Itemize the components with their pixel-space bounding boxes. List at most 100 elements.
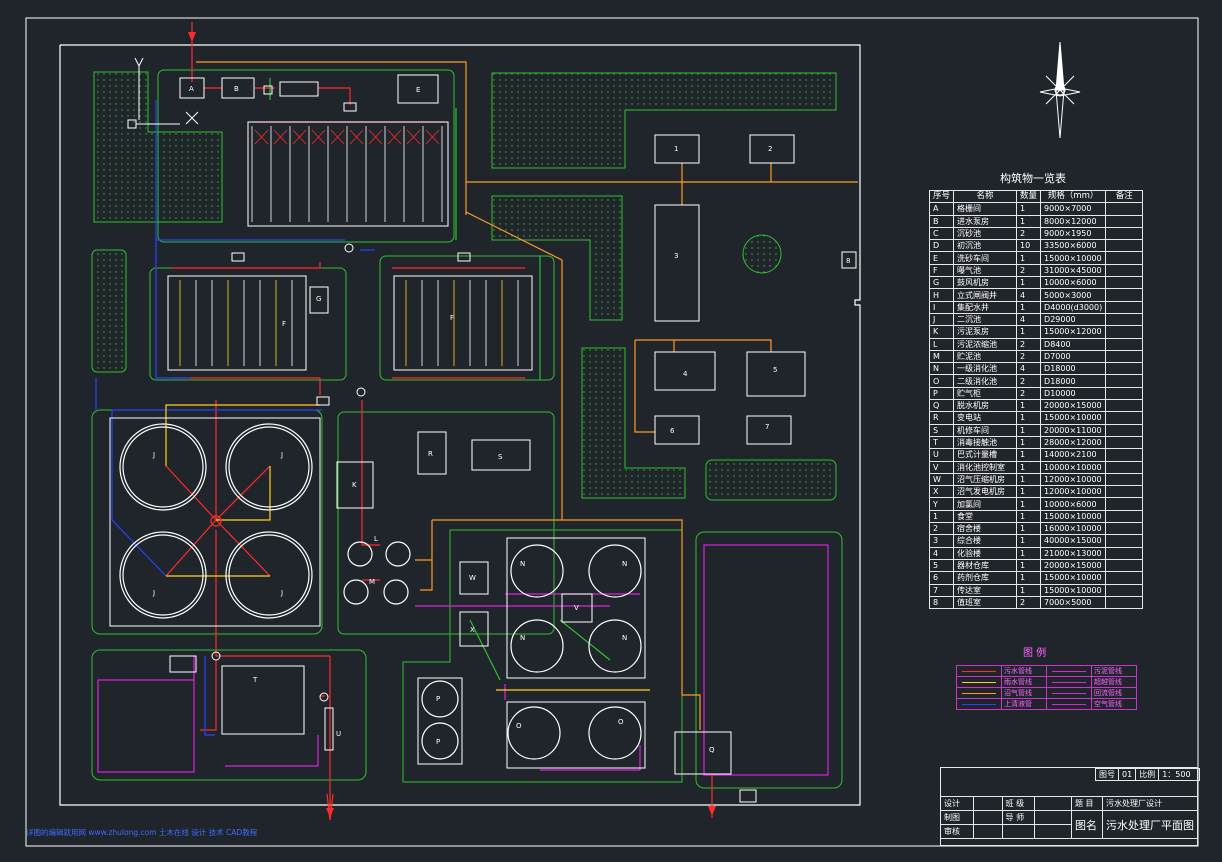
legend-row: 上清液管空气管线: [956, 698, 1137, 710]
tank-valve: [387, 129, 402, 145]
legend-swatch: [956, 687, 1002, 699]
cell-index: 6: [928, 571, 955, 585]
cell-spec: 21000×13000: [1040, 546, 1107, 560]
cell-name: 综合楼: [953, 534, 1018, 548]
cell-qty: 1: [1016, 472, 1042, 487]
label-N2: N: [622, 560, 627, 568]
cell-index: 1: [928, 509, 955, 524]
cell-spec: D7000: [1040, 349, 1107, 364]
cell-name: 沼气压缩机房: [953, 472, 1018, 487]
cell-name: 二级消化池: [953, 374, 1018, 388]
cell-index: F: [928, 263, 955, 278]
cell-note: [1105, 362, 1144, 376]
legend-table: 污水管线污泥管线雨水管线超越管线沼气管线回流管线上清液管空气管线: [956, 665, 1137, 710]
green-pipes: [269, 78, 611, 681]
cell-qty: 1: [1016, 399, 1042, 413]
cell-index: 3: [928, 534, 955, 548]
label-P2: P: [436, 738, 440, 746]
cell-name: 进水泵房: [953, 214, 1018, 228]
legend-row: 污水管线污泥管线: [956, 665, 1137, 677]
label-S: S: [498, 453, 503, 461]
cell-qty: 1: [1016, 325, 1042, 339]
cell-index: 8: [928, 595, 955, 610]
cell-qty: 1: [1016, 435, 1042, 450]
legend-swatch: [1046, 687, 1092, 699]
label-J4: J: [280, 589, 283, 597]
title-block-scale: 图号 01 比例 1：500: [1095, 768, 1201, 781]
cell-note: [1105, 497, 1144, 511]
cell-spec: D4000(d3000): [1040, 300, 1107, 314]
cell-note: [1105, 374, 1144, 388]
cell-note: [1105, 435, 1144, 450]
cell-note: [1105, 288, 1144, 302]
outflow-arrow: [326, 808, 334, 818]
cell-spec: 15000×10000: [1040, 251, 1107, 265]
legend-label: 回流管线: [1091, 687, 1137, 699]
drawing-name: 污水处理厂平面图: [1102, 810, 1198, 839]
cell-qty: 1: [1016, 497, 1042, 511]
legend-row: 沼气管线 回流管线: [956, 687, 1137, 699]
design-label: 设计: [940, 796, 974, 811]
label-M: M: [369, 578, 375, 586]
cell-name: 药剂仓库: [953, 571, 1018, 585]
advisor-label: 导 师: [1001, 810, 1036, 825]
cell-index: 7: [928, 583, 955, 597]
cell-note: [1105, 522, 1144, 536]
cell-spec: 9000×7000: [1040, 202, 1107, 216]
cell-name: 值班室: [953, 595, 1018, 610]
cell-index: T: [928, 435, 955, 450]
blue-pipes: [95, 100, 375, 736]
tank-valve: [349, 129, 364, 145]
title-block: 设计 班 级 题 目 污水处理厂设计 制图 导 师 图名 污水处理厂平面图 审核: [940, 796, 1198, 839]
cell-qty: 1: [1016, 485, 1042, 499]
cell-name: 食堂: [953, 509, 1018, 524]
cell-name: 鼓风机房: [953, 276, 1018, 290]
cell-note: [1105, 448, 1144, 462]
label-b1: 1: [674, 145, 678, 153]
drawing-frame: [25, 17, 1199, 847]
cell-note: [1105, 226, 1144, 241]
cell-spec: 10000×10000: [1040, 460, 1107, 474]
tank-valve: [330, 129, 345, 145]
cell-index: Q: [928, 399, 955, 413]
cell-index: 4: [928, 546, 955, 560]
cell-note: [1105, 214, 1144, 228]
cell-qty: 2: [1016, 263, 1042, 278]
cell-name: 消毒接触池: [953, 435, 1018, 450]
legend-swatch: [956, 676, 1002, 688]
cell-note: [1105, 583, 1144, 597]
cell-qty: 2: [1016, 595, 1042, 610]
cell-index: L: [928, 337, 955, 351]
cell-spec: 8000×12000: [1040, 214, 1107, 228]
topic-value: 污水处理厂设计: [1102, 796, 1198, 811]
cell-note: [1105, 509, 1144, 524]
drawing-no-label: 图号: [1095, 768, 1119, 781]
cell-spec: 7000×5000: [1040, 595, 1107, 610]
cell-index: N: [928, 362, 955, 376]
cell-spec: 31000×45000: [1040, 263, 1107, 278]
cell-index: H: [928, 288, 955, 302]
legend-label: 上清液管: [1001, 698, 1047, 710]
label-J1: J: [152, 451, 155, 459]
cell-name: 一级消化池: [953, 362, 1018, 376]
cell-spec: D29000: [1040, 312, 1107, 327]
label-P1: P: [436, 695, 440, 703]
cell-qty: 1: [1016, 251, 1042, 265]
cell-index: W: [928, 472, 955, 487]
cell-qty: 2: [1016, 349, 1042, 364]
label-b5: 5: [773, 366, 777, 374]
legend-label: 沼气管线: [1001, 687, 1047, 699]
cell-index: U: [928, 448, 955, 462]
